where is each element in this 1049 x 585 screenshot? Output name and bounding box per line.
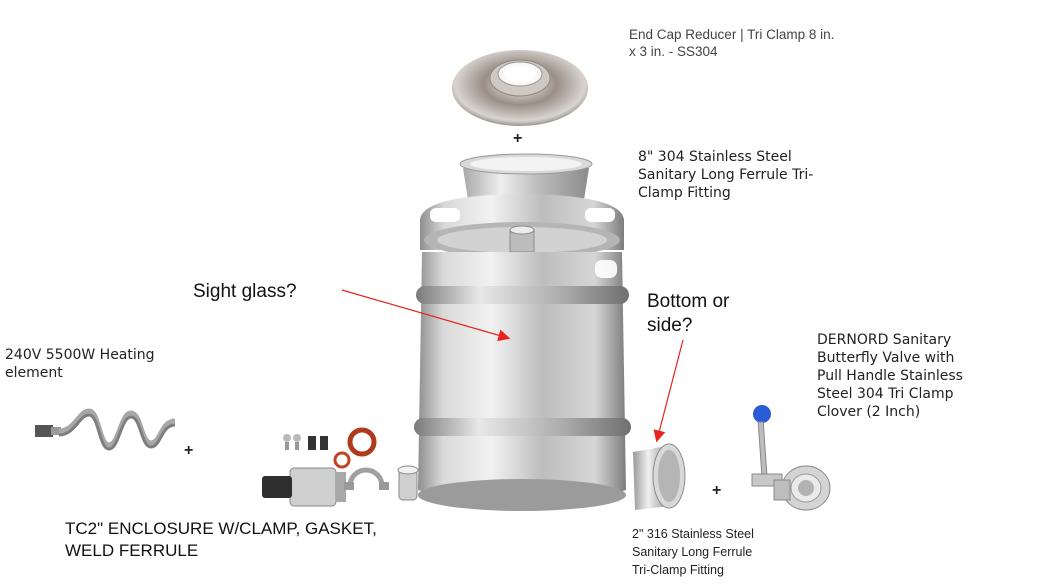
butterfly-valve-icon [751,405,831,511]
sight-glass-label: Sight glass? [193,281,297,302]
ferrule-2-icon [633,443,686,510]
heating-element-label: 240V 5500W Heating element [5,347,155,381]
end-cap-reducer-icon [452,50,588,126]
butterfly-valve-label: DERNORD Sanitary Butterfly Valve with Pu… [817,332,963,420]
end-cap-label: End Cap Reducer | Tri Clamp 8 in. x 3 in… [629,27,835,60]
ferrule-2-label: 2" 316 Stainless Steel Sanitary Long Fer… [632,527,754,578]
heating-element-icon [35,408,176,451]
plus-sign-right: + [712,482,722,499]
keg-icon [414,194,631,511]
ferrule-8-label: 8" 304 Stainless Steel Sanitary Long Fer… [638,149,814,201]
plus-sign-left: + [184,442,194,459]
plus-sign-top: + [513,130,523,147]
enclosure-kit-icon [262,427,419,507]
bottom-or-side-label: Bottom or side? [647,291,730,337]
enclosure-label: TC2" ENCLOSURE W/CLAMP, GASKET, WELD FER… [65,519,377,560]
